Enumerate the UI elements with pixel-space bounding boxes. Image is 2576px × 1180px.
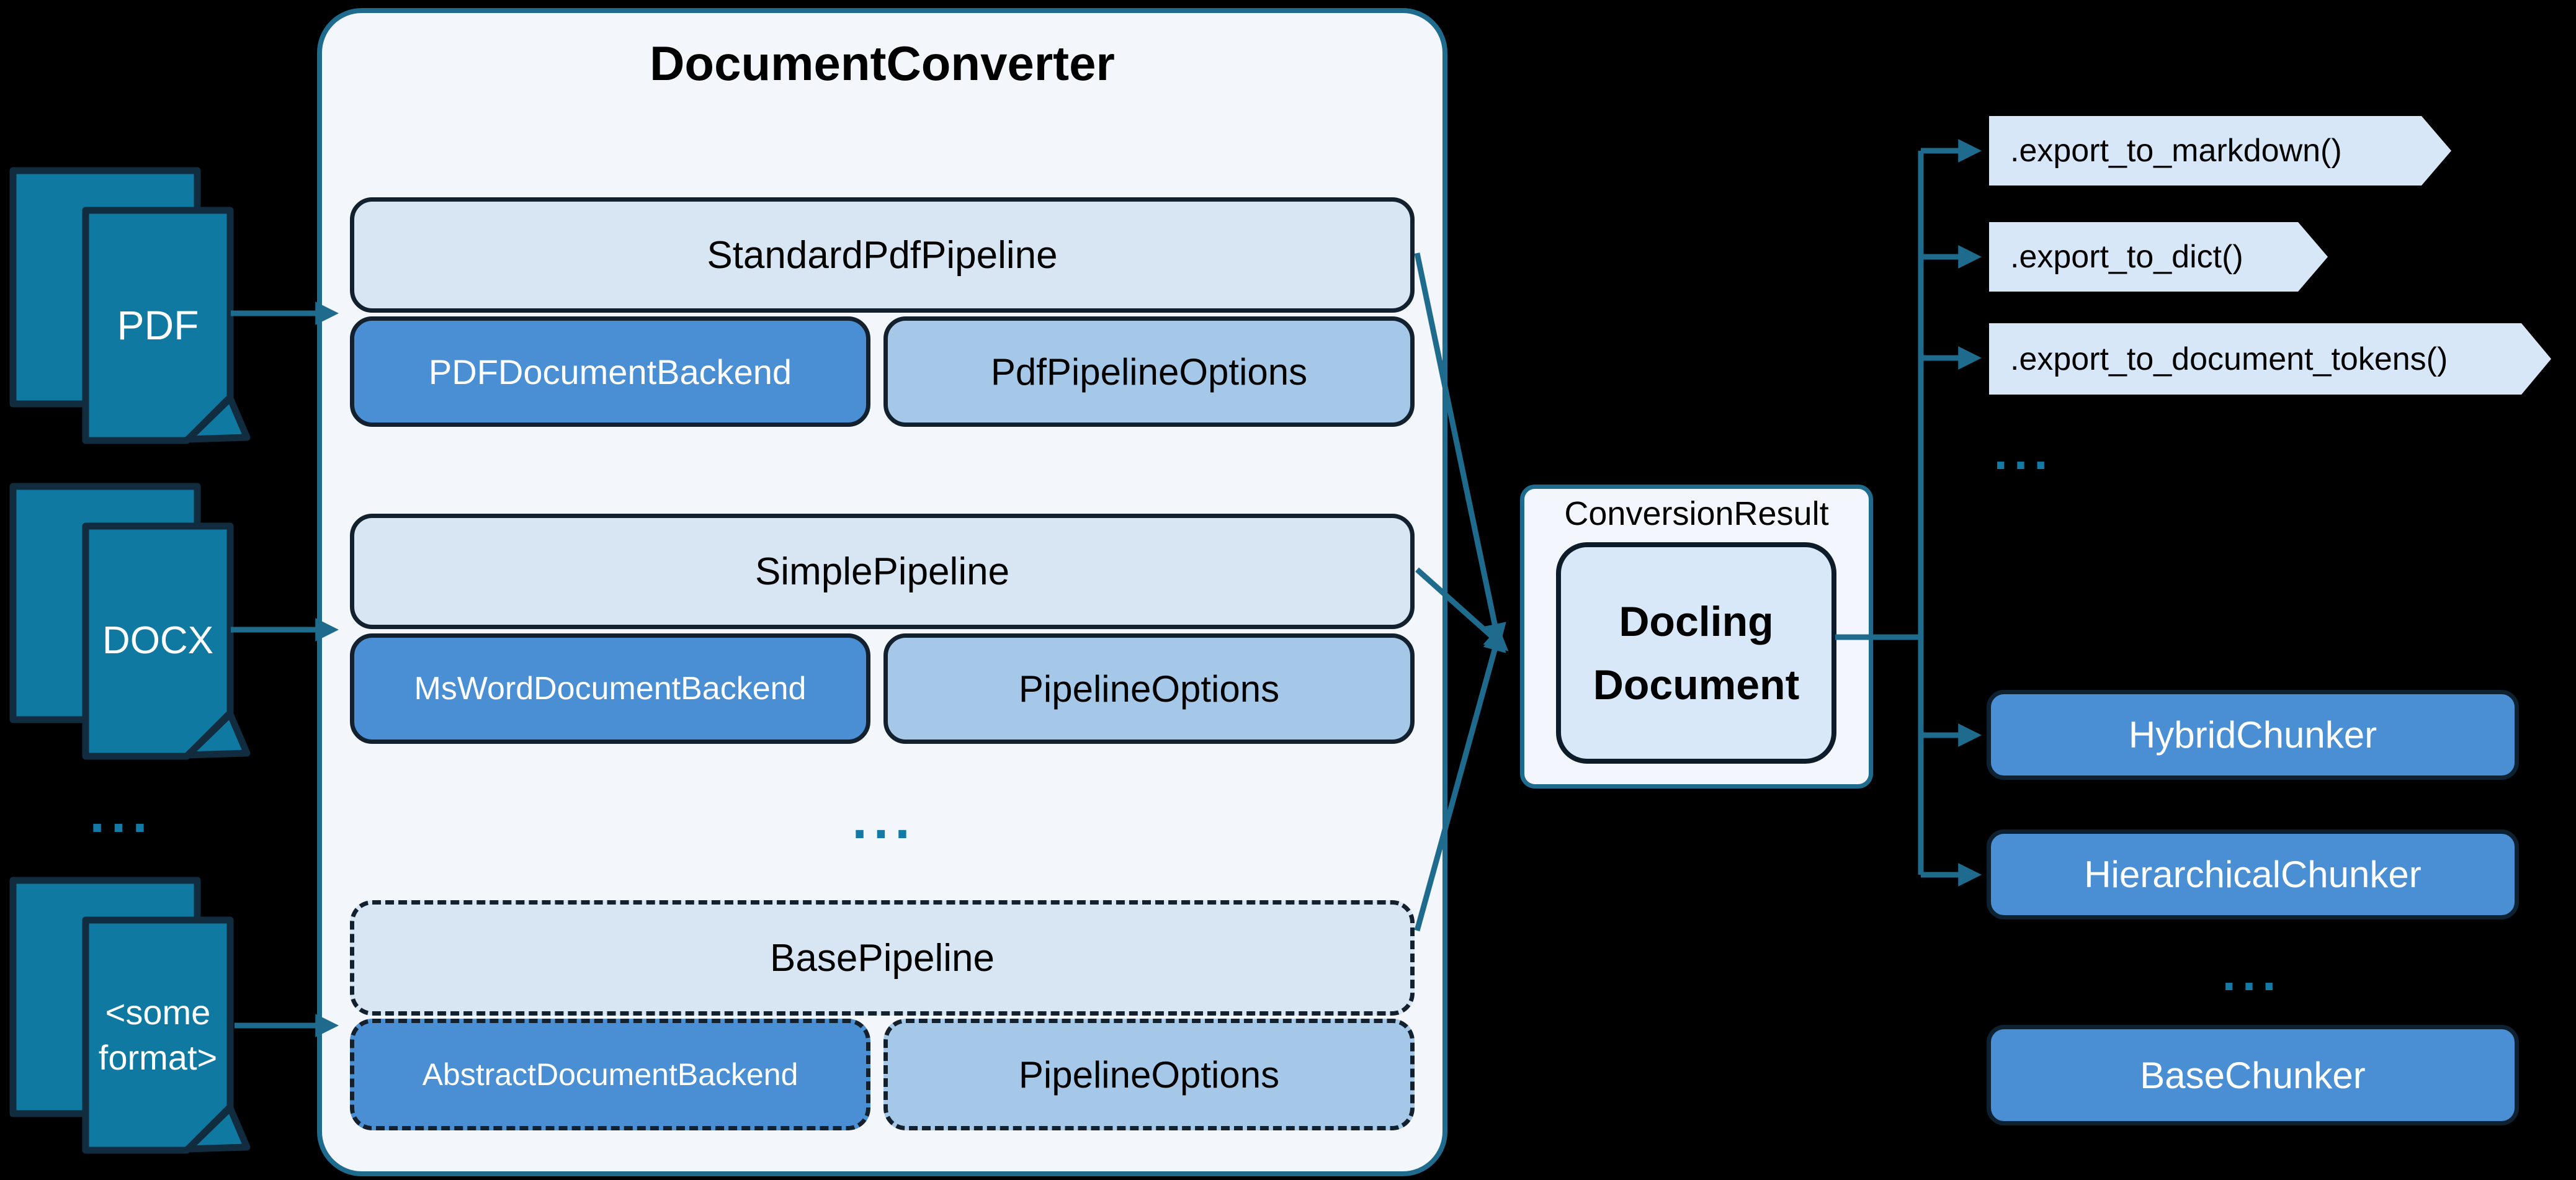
conversion-result-label: ConversionResult xyxy=(1564,495,1829,532)
docling-document-line1: Docling xyxy=(1619,597,1774,645)
document-converter-title: DocumentConverter xyxy=(650,35,1115,91)
export-to-document-tokens-banner: .export_to_document_tokens() xyxy=(1989,323,2551,395)
other-format-label-line2: format> xyxy=(98,1037,218,1077)
pdf-document-backend-box: PDFDocumentBackend xyxy=(350,316,870,427)
other-format-label-line1: <some xyxy=(105,992,211,1032)
hybrid-chunker-box: HybridChunker xyxy=(1987,690,2519,780)
msword-document-backend-box: MsWordDocumentBackend xyxy=(350,633,870,744)
base-pipeline-box: BasePipeline xyxy=(350,900,1415,1016)
exports-ellipsis: ... xyxy=(1993,424,2054,480)
docling-document-box: Docling Document xyxy=(1556,542,1836,764)
standard-pdf-pipeline-box: StandardPdfPipeline xyxy=(350,197,1415,313)
base-pipeline-options-box: PipelineOptions xyxy=(883,1019,1415,1130)
chunkers-ellipsis: ... xyxy=(2222,945,2283,1001)
export-to-markdown-banner: .export_to_markdown() xyxy=(1989,116,2451,185)
docling-document-line2: Document xyxy=(1593,661,1800,708)
docx-label: DOCX xyxy=(102,619,214,663)
base-chunker-box: BaseChunker xyxy=(1987,1025,2519,1125)
pdf-label: PDF xyxy=(117,302,199,348)
inputs-ellipsis: ... xyxy=(89,782,154,844)
export-to-dict-banner: .export_to_dict() xyxy=(1989,222,2328,292)
converter-ellipsis: ... xyxy=(852,789,916,850)
other-format-label: <some format> xyxy=(86,920,230,1150)
abstract-document-backend-box: AbstractDocumentBackend xyxy=(350,1019,870,1130)
pipeline-options-box: PipelineOptions xyxy=(883,633,1415,744)
pdf-pipeline-options-box: PdfPipelineOptions xyxy=(883,316,1415,427)
simple-pipeline-box: SimplePipeline xyxy=(350,514,1415,629)
hierarchical-chunker-box: HierarchicalChunker xyxy=(1987,829,2519,919)
